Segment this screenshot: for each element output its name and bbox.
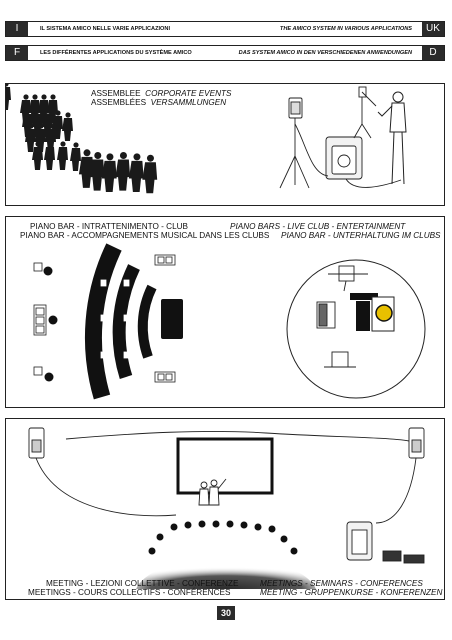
speaker-on-stand-icon [279,97,310,189]
caption-piano-uk: PIANO BARS - LIVE CLUB - ENTERTAINMENT [230,222,406,231]
amplifier-desk-icon [346,521,425,564]
header-text-fr: LES DIFFÉRENTES APPLICATIONS DU SYSTÈME … [40,50,192,56]
pianist-icon [350,293,395,332]
seating-icon [33,254,176,383]
caption-assembly-uk: CORPORATE EVENTS [145,89,232,98]
caption-assembly-fr: ASSEMBLÉES [91,98,147,107]
audience-silhouettes-icon [6,84,158,194]
language-header-row-1: I IL SISTEMA AMICO NELLE VARIE APPLICAZI… [5,21,445,37]
language-tag-uk: UK [422,22,444,36]
caption-assembly-line2: ASSEMBLÉES VERSAMMLUNGEN [91,98,226,108]
caption-assembly-it: ASSEMBLEE [91,89,141,98]
caption-assembly-line1: ASSEMBLEE CORPORATE EVENTS [91,89,231,99]
caption-piano-it: PIANO BAR - INTRATTENIMENTO - CLUB [30,222,188,231]
caption-assembly-de: VERSAMMLUNGEN [150,98,227,107]
caption-meeting-de: MEETING - GRUPPENKURSE - KONFERENZEN [260,588,443,597]
stage-arcs-icon [84,243,157,400]
cables-icon [35,430,417,524]
panel-piano-bar: PIANO BAR - INTRATTENIMENTO - CLUB PIANO… [5,216,445,408]
meeting-illustration [28,427,425,589]
language-header-row-2: F LES DIFFÉRENTES APPLICATIONS DU SYSTÈM… [5,45,445,61]
microphone-stand-icon [353,86,377,139]
speaker-markers-icon [75,279,130,359]
amplifier-unit-icon [294,123,402,188]
panel-meeting: MEETING - LEZIONI COLLETTIVE - CONFERENZ… [5,418,445,600]
piano-block-icon [161,299,183,339]
language-tag-fr: F [6,46,28,60]
assembly-illustration [6,84,407,194]
caption-meeting-it: MEETING - LEZIONI COLLETTIVE - CONFERENZ… [46,579,239,588]
caption-piano-de: PIANO BAR - UNTERHALTUNG IM CLUBS [281,231,441,240]
speaker-person-icon [377,91,407,185]
projection-screen-icon [176,437,274,495]
audience-area-icon [136,557,316,589]
page-number: 30 [217,606,235,620]
language-tag-it: I [6,22,28,36]
header-text-it: IL SISTEMA AMICO NELLE VARIE APPLICAZION… [40,26,171,32]
header-text-uk: THE AMICO SYSTEM IN VARIOUS APPLICATIONS [279,26,412,32]
table-dots-icon [43,266,58,382]
audience-heads-icon [148,520,298,555]
caption-piano-fr: PIANO BAR - ACCOMPAGNEMENTS MUSICAL DANS… [20,231,270,240]
wall-speakers-icon [28,427,425,459]
caption-meeting-fr: MEETINGS - COURS COLLECTIFS - CONFÉRENCE… [28,588,231,597]
caption-meeting-uk: MEETINGS - SEMINARS - CONFERENCES [260,579,423,588]
language-tag-de: D [422,46,444,60]
panel-assembly: ASSEMBLEE CORPORATE EVENTS ASSEMBLÉES VE… [5,83,445,206]
piano-bar-illustration [33,243,426,400]
detail-speakers-icon [316,265,368,368]
presenters-icon [198,478,227,506]
header-text-de: DAS SYSTEM AMICO IN DEN VERSCHIEDENEN AN… [238,50,412,56]
